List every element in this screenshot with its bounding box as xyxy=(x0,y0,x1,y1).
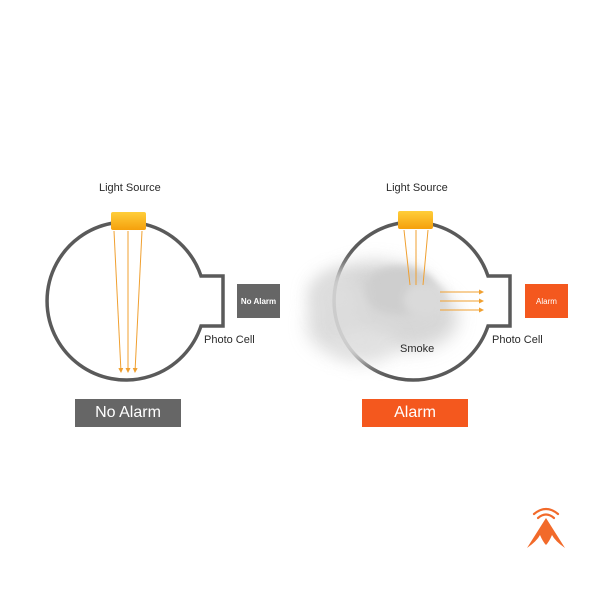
left-light-source-emitter xyxy=(111,212,146,230)
left-beam-1 xyxy=(113,230,124,373)
right-detector xyxy=(307,211,512,382)
left-photo-cell-indicator: No Alarm xyxy=(237,284,280,318)
right-beam-3 xyxy=(422,229,429,286)
left-chamber-outline xyxy=(45,220,225,382)
left-light-source-label: Light Source xyxy=(99,182,161,194)
right-light-beams xyxy=(403,229,429,286)
right-beam-1 xyxy=(403,229,411,286)
left-detector xyxy=(45,212,225,382)
smoke-cloud xyxy=(307,262,458,363)
flame-alarm-logo-icon xyxy=(527,507,565,548)
scattered-light-arrows xyxy=(440,289,484,313)
left-status-banner: No Alarm xyxy=(75,399,181,427)
right-light-source-emitter xyxy=(398,211,433,229)
right-photo-cell-label: Photo Cell xyxy=(492,334,543,346)
left-beam-3 xyxy=(132,230,143,373)
left-light-beams xyxy=(113,230,143,373)
left-photo-cell-label: Photo Cell xyxy=(204,334,255,346)
smoke-label: Smoke xyxy=(400,343,435,355)
right-status-banner: Alarm xyxy=(362,399,468,427)
right-photo-cell-indicator: Alarm xyxy=(525,284,568,318)
right-light-source-label: Light Source xyxy=(386,182,448,194)
